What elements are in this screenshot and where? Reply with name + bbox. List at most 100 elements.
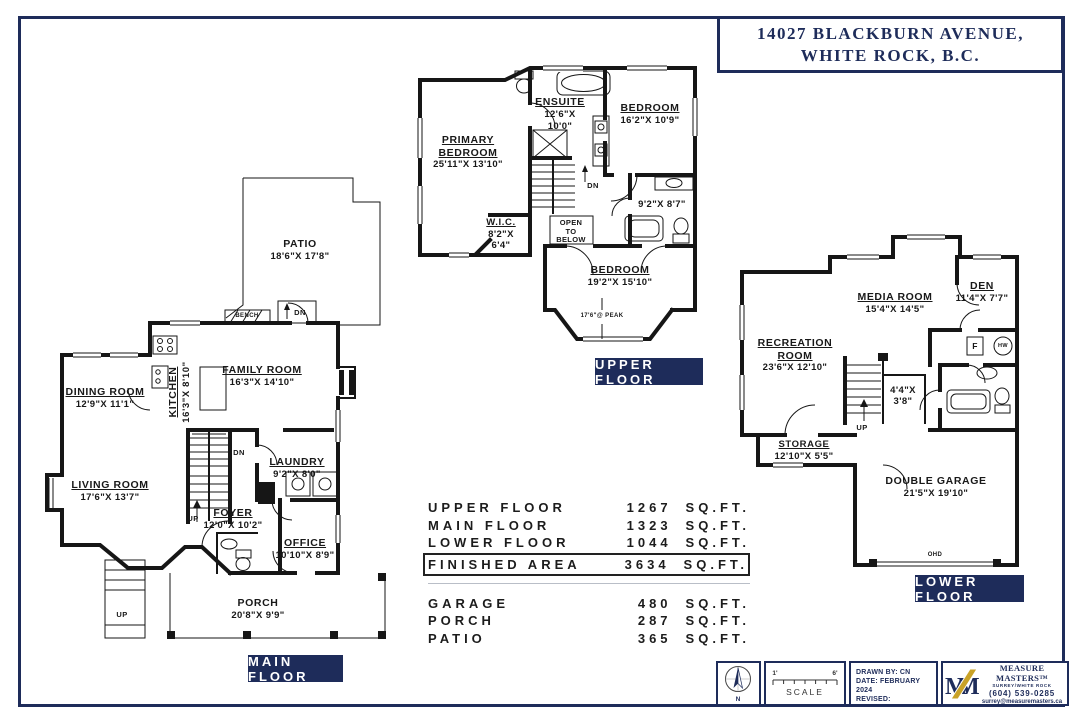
area-summary: UPPER FLOOR 1267 SQ.FT. MAIN FLOOR 1323 … [423, 499, 750, 647]
scale-bar-icon: 1' 6' SCALE [772, 670, 838, 697]
compass-box: N [716, 661, 761, 706]
main-up-label: UP [187, 514, 199, 523]
bench-label: BENCH [235, 313, 259, 319]
lower-windows [738, 233, 1001, 469]
revised-line: REVISED: [856, 696, 891, 703]
room-family: FAMILY ROOM 16'3"X 14'10" [222, 364, 302, 388]
hot-water-icon [993, 336, 1013, 356]
porch-outline [167, 573, 386, 639]
room-living: LIVING ROOM 17'6"X 13'7" [71, 479, 149, 503]
room-primary-bedroom: PRIMARY BEDROOM 25'11"X 13'10" [433, 134, 503, 170]
logo-phone: (604) 539-0285 [989, 688, 1055, 698]
main-windows [48, 319, 342, 543]
main-floor-plan: PATIO 18'6"X 17'8" BENCH DN DINING ROOM … [40, 170, 400, 655]
peak-note: 17'6"@ PEAK [580, 313, 624, 319]
main-floor-tag: MAIN FLOOR [248, 654, 343, 684]
room-laundry: LAUNDRY 9'2"X 8'0" [269, 456, 325, 480]
upper-floor-drawing [416, 64, 699, 343]
garage-door [869, 559, 1001, 567]
drawn-by-line: DRAWN BY: CN [856, 669, 911, 676]
double-sink-icon [592, 115, 610, 167]
main-floor-walls [45, 321, 356, 576]
upper-windows [416, 64, 699, 343]
lower-stairs-icon [847, 353, 888, 421]
measure-masters-logo-icon: M M [945, 668, 979, 700]
stove-icon [152, 335, 178, 355]
room-dining: DINING ROOM 12'9"X 11'1" [65, 386, 145, 410]
washer-dryer-icon [285, 471, 338, 497]
ohd-label: OHD [927, 552, 943, 558]
main-stairs-icon [190, 431, 228, 522]
toilet-icon [514, 70, 534, 94]
room-storage: STORAGE 12'10"X 5'5" [774, 439, 834, 462]
room-patio: PATIO 18'6"X 17'8" [270, 238, 330, 262]
cooktop-icon [151, 365, 169, 389]
page-border [18, 16, 1065, 707]
room-closet-dims: 4'4"X 3'8" [890, 385, 916, 407]
room-media: MEDIA ROOM 15'4"X 14'5" [857, 291, 933, 315]
scale-label: SCALE [786, 687, 824, 697]
lower-bath-fixtures [946, 366, 1011, 414]
logo-email: surrey@measuremasters.ca [981, 698, 1063, 705]
date-line: DATE: FEBRUARY 2024 [856, 678, 921, 694]
porch-steps-icon [104, 559, 146, 639]
room-bedroom2: BEDROOM 19'2"X 15'10" [587, 264, 653, 288]
divider [428, 582, 750, 584]
lower-floor-tag: LOWER FLOOR [915, 574, 1024, 604]
area-row-garage: GARAGE 480 SQ.FT. [428, 595, 750, 611]
patio-step [277, 300, 317, 324]
drawn-by-box: DRAWN BY: CN DATE: FEBRUARY 2024 REVISED… [849, 661, 938, 706]
logo-sub: SURREY/WHITE ROCK [992, 682, 1052, 688]
patio-outline [225, 177, 381, 326]
room-wic: W.I.C. 8'2"X 6'4" [486, 217, 516, 251]
area-row-upper: UPPER FLOOR 1267 SQ.FT. [428, 500, 750, 516]
compass-n-label: N [736, 696, 741, 703]
upper-dn-label: DN [587, 181, 599, 190]
room-den: DEN 11'4"X 7'7" [955, 280, 1009, 304]
room-porch: PORCH 20'8"X 9'9" [231, 597, 285, 621]
hw-label: HW [998, 343, 1008, 349]
room-bedroom1: BEDROOM 16'2"X 10'9" [620, 102, 680, 126]
furnace-icon [966, 336, 984, 356]
main-dn-label: DN [233, 448, 245, 457]
upper-doors [529, 102, 668, 275]
main-floor-drawing [45, 177, 386, 639]
lower-floor-walls [740, 235, 1019, 567]
room-recreation: RECREATION ROOM 23'6"X 12'10" [757, 337, 833, 373]
room-foyer: FOYER 12'0"X 10'2" [203, 507, 263, 531]
area-row-porch: PORCH 287 SQ.FT. [428, 613, 750, 629]
compass-icon: N [725, 666, 751, 703]
porch-up-label: UP [116, 610, 128, 619]
powder-fixtures [220, 538, 252, 571]
lower-floor-plan: MEDIA ROOM 15'4"X 14'5" DEN 11'4"X 7'7" … [735, 225, 1025, 610]
lower-doors [784, 282, 986, 490]
bath-fixtures [624, 176, 694, 244]
bathtub-icon [556, 70, 611, 96]
logo-text: MEASURE MASTERS™ SURREY/WHITE ROCK (604)… [979, 663, 1065, 705]
scale-left-label: 1' [772, 670, 778, 677]
address-line1: 14027 BLACKBURN AVENUE, [756, 23, 1025, 43]
area-row-finished: FINISHED AREA 3634 SQ.FT. [423, 552, 750, 576]
area-row-main: MAIN FLOOR 1323 SQ.FT. [428, 517, 750, 533]
open-to-below: OPEN TO BELOW [556, 218, 586, 244]
furnace-label: F [972, 341, 978, 351]
upper-floor-plan: PRIMARY BEDROOM 25'11"X 13'10" ENSUITE 1… [405, 58, 705, 363]
shower-icon [532, 129, 568, 159]
main-doors [127, 302, 309, 574]
room-kitchen: KITCHEN 16'3"X 8'10" [167, 361, 192, 423]
room-ensuite: ENSUITE 12'6"X 10'0" [535, 96, 585, 132]
area-row-lower: LOWER FLOOR 1044 SQ.FT. [428, 535, 750, 551]
logo-name: MEASURE MASTERS™ [996, 662, 1048, 683]
kitchen-island [199, 366, 227, 411]
room-office: OFFICE 10'10"X 8'9" [275, 537, 335, 561]
lower-up-label: UP [856, 423, 868, 432]
room-garage: DOUBLE GARAGE 21'5"X 19'10" [885, 475, 987, 499]
fireplace-icon [339, 370, 354, 395]
logo-box: M M MEASURE MASTERS™ SURREY/WHITE ROCK (… [941, 661, 1069, 706]
scale-box: 1' 6' SCALE [764, 661, 846, 706]
address-line2: WHITE ROCK, B.C. [800, 45, 981, 65]
room-bath-dims: 9'2"X 8'7" [638, 199, 686, 210]
footer-bar: N 1' 6' SCALE DRAWN BY: CN DATE: FEBRUAR… [716, 661, 1069, 706]
address-title-box: 14027 BLACKBURN AVENUE, WHITE ROCK, B.C. [717, 16, 1064, 73]
